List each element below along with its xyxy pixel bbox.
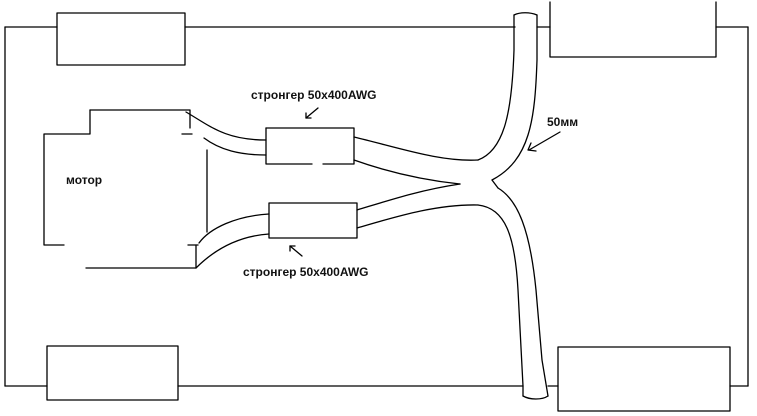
arrow-50mm <box>527 131 561 152</box>
stronger-box-bottom <box>268 202 358 239</box>
box-bottom-right <box>557 346 731 412</box>
motor-outline <box>43 109 208 269</box>
motor-label: мотор <box>66 173 102 187</box>
cable-motor-bottom <box>195 213 270 269</box>
arrow-stronger-top <box>305 107 319 119</box>
arrow-stronger-bottom <box>289 245 303 257</box>
main-cable-50mm <box>477 12 549 400</box>
stronger-top-label: стронгер 50x400AWG <box>251 88 377 102</box>
box-top-left <box>56 12 186 66</box>
chassis-frame <box>4 26 749 387</box>
stronger-box-top <box>265 127 355 165</box>
cable-stronger-top-to-junction <box>353 136 479 185</box>
cable-motor-top <box>185 111 267 156</box>
stronger-bottom-label: стронгер 50x400AWG <box>243 265 369 279</box>
box-top-right <box>549 1 717 58</box>
cable-stronger-bottom-to-junction <box>356 183 479 229</box>
cable-size-label: 50мм <box>547 115 578 129</box>
box-bottom-left <box>46 345 179 401</box>
